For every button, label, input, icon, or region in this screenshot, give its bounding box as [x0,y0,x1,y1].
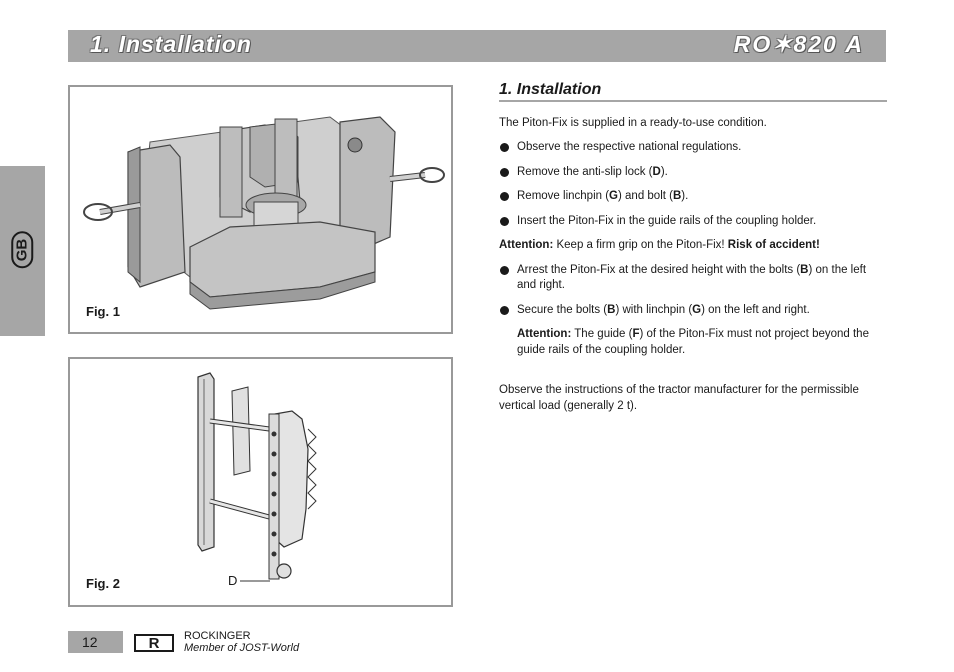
list-item: Remove the anti-slip lock (D). [499,165,887,181]
list-item: Remove linchpin (G) and bolt (B). [499,189,887,205]
figure-2: Fig. 2 D [68,357,453,607]
bullet-dot [500,167,509,177]
list-item: Arrest the Piton-Fix at the desired heig… [499,263,887,294]
intro-text: The Piton-Fix is supplied in a ready-to-… [499,116,767,129]
attention-note-2: Attention: The guide (F) of the Piton-Fi… [517,328,869,356]
content-column: 1. Installation The Piton-Fix is supplie… [499,82,887,423]
attention-note-1: Attention: Keep a firm grip on the Piton… [499,239,820,251]
bullet-dot [500,216,509,226]
model-name: RO✶820 A [733,31,864,57]
language-badge: GB [6,228,38,272]
header-bar: 1. Installation RO✶820 A [68,30,886,62]
bullet-dot [500,305,509,315]
coupling-device-illustration [83,116,445,310]
brand-tagline: Member of JOST-World [184,642,300,654]
brand-block: ROCKINGER Member of JOST-World [184,630,299,654]
header-title: 1. Installation [90,31,252,57]
bullet-dot [500,192,509,201]
figure-2-label: Fig. 2 [86,576,120,591]
closing-text: Observe the instructions of the tractor … [499,384,859,412]
rockinger-logo: R [134,634,174,652]
bullet-dot [500,143,509,152]
figure-1: Fig. 1 [68,85,453,334]
list-item: Insert the Piton-Fix in the guide rails … [499,214,887,230]
brand-name: ROCKINGER [184,630,251,642]
language-tab: GB [0,166,45,336]
figure-1-label: Fig. 1 [86,304,120,319]
page-number: 12 [68,631,123,653]
language-code: GB [11,231,33,269]
side-view-illustration [197,372,317,582]
bullet-dot [500,265,509,275]
section-title: 1. Installation [499,82,887,102]
list-item: Observe the respective national regulati… [499,140,887,156]
callout-d: D [228,573,238,588]
list-item: Secure the bolts (B) with linchpin (G) o… [499,303,887,319]
